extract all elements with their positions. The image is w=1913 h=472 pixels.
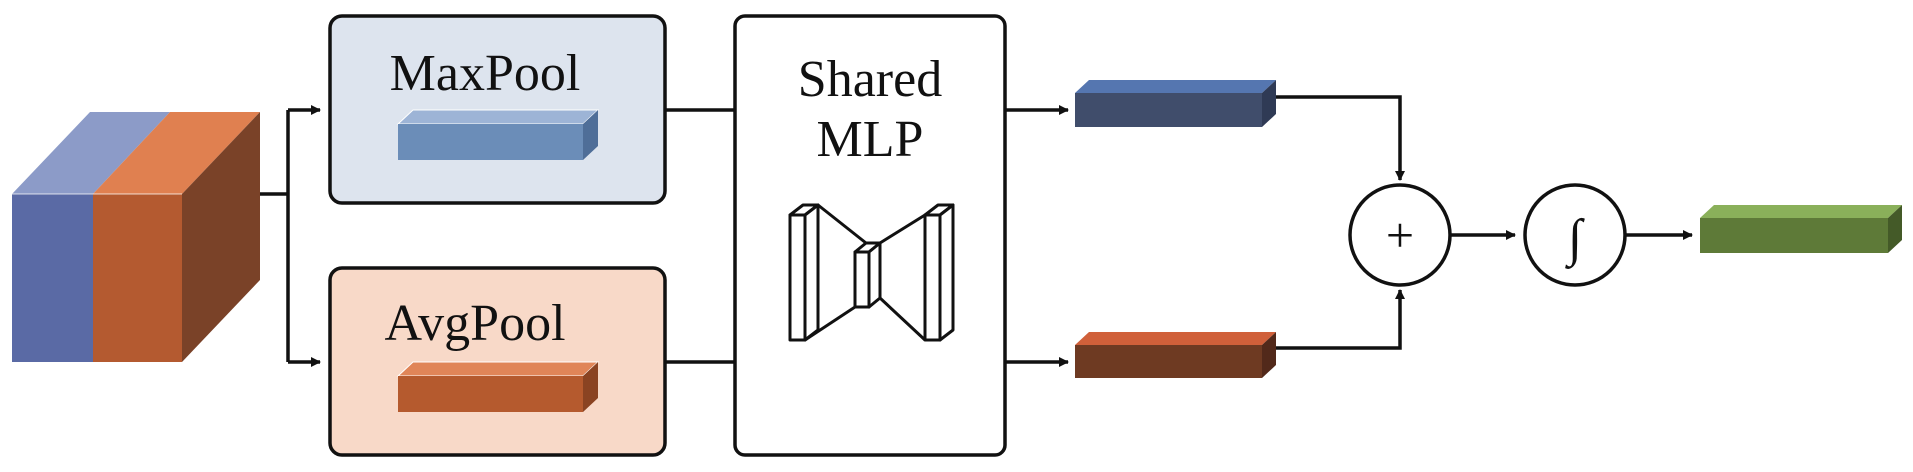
mlp-to-output-arrows	[1005, 105, 1069, 367]
input-orange-front	[93, 194, 182, 362]
input-side	[182, 112, 260, 362]
input-orange-top	[93, 112, 260, 194]
plus-symbol: +	[1386, 207, 1414, 263]
input-blue-top	[12, 112, 170, 194]
input-blue-front	[12, 194, 93, 362]
avgpool-mlp-output-vector	[1075, 332, 1276, 378]
shared-mlp-label-line2: MLP	[817, 111, 924, 168]
maxpool-vector	[396, 109, 600, 160]
sum-node: +	[1348, 183, 1452, 287]
pool-to-mlp-connectors	[665, 108, 735, 364]
avgpool-vector	[396, 361, 600, 412]
shared-mlp-block: Shared MLP	[733, 14, 1007, 457]
maxpool-mlp-output-vector	[1075, 80, 1276, 127]
integral-symbol: ∫	[1565, 210, 1585, 269]
split-connector	[260, 105, 321, 367]
activation-node: ∫	[1523, 183, 1627, 287]
shared-mlp-box	[733, 14, 1007, 457]
maxpool-block: MaxPool	[328, 14, 667, 205]
mlp-network-icon	[788, 203, 955, 342]
sum-connectors	[1276, 95, 1405, 350]
avgpool-label: AvgPool	[384, 295, 565, 352]
input-feature-map	[12, 112, 260, 362]
avgpool-block: AvgPool	[328, 266, 667, 457]
shared-mlp-label-line1: Shared	[798, 51, 942, 108]
channel-attention-output-vector	[1700, 205, 1902, 253]
maxpool-label: MaxPool	[390, 45, 581, 102]
